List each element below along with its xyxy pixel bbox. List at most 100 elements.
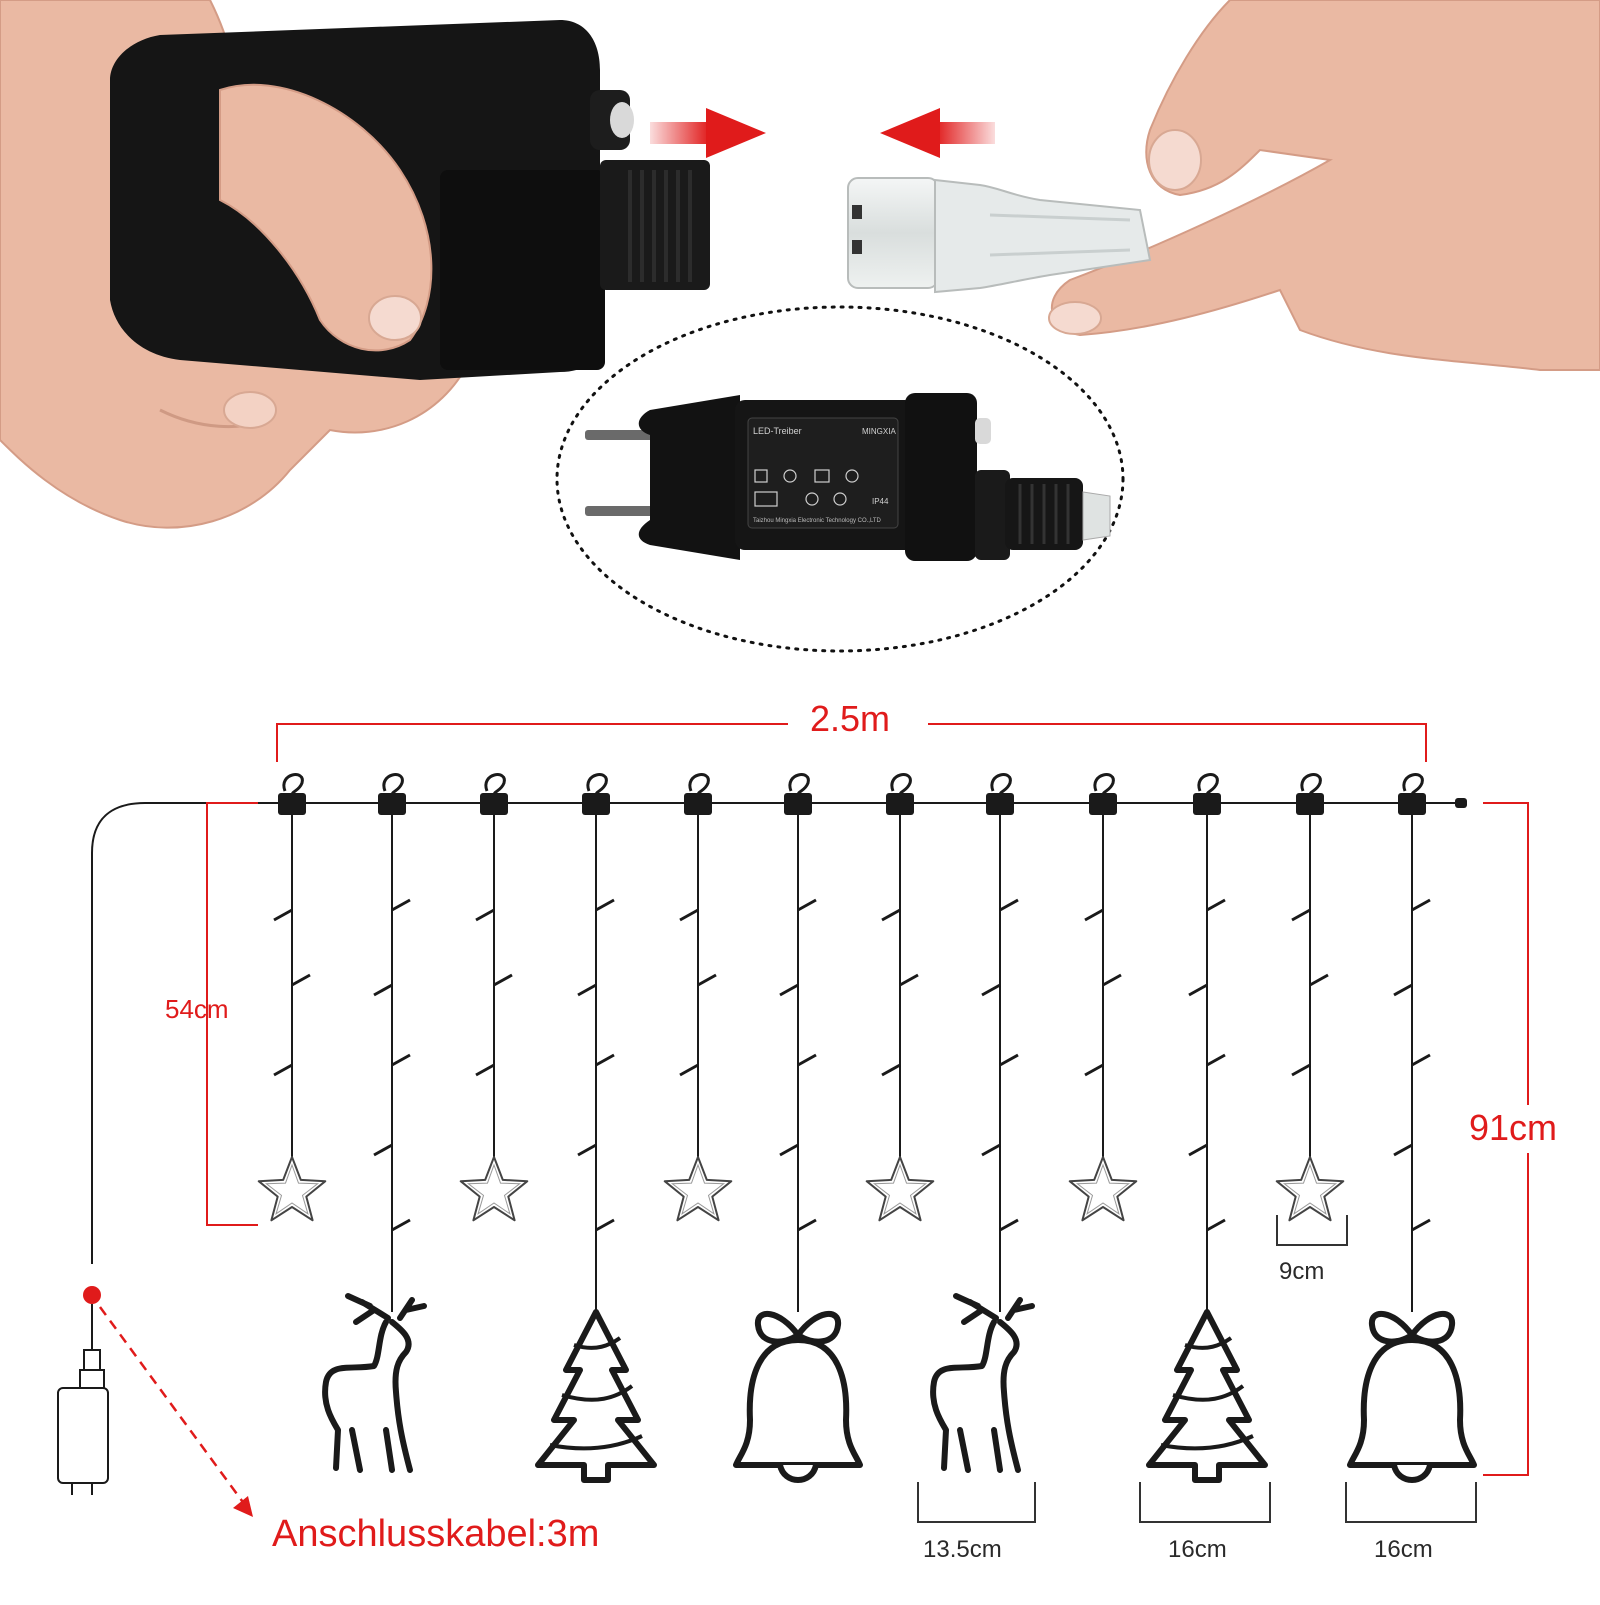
tree-width-label: 16cm (1168, 1536, 1227, 1563)
diagram (57, 723, 1529, 1523)
strand (322, 773, 427, 1473)
width-bracket-small (1345, 1482, 1477, 1523)
strand (257, 773, 327, 1222)
reindeer-icon (322, 1293, 427, 1473)
led-bulb (1084, 908, 1104, 922)
led-bulb (881, 908, 901, 922)
led-bulb (291, 973, 311, 987)
star-inner (872, 1163, 928, 1215)
clip (684, 793, 712, 815)
hook-icon (990, 773, 1012, 796)
led-bulb (1102, 973, 1122, 987)
star-icon (865, 1156, 935, 1222)
led-bulb (595, 898, 615, 912)
strand-length-label: 54cm (165, 994, 229, 1024)
led-bulb (981, 983, 1001, 997)
arrow-left-icon (880, 108, 995, 158)
hook-icon (586, 773, 608, 796)
total-width-label: 2.5m (810, 698, 891, 739)
led-bulb (1188, 983, 1208, 997)
star-inner (1282, 1163, 1338, 1215)
led-bulb (1084, 1063, 1104, 1077)
led-bulb (779, 983, 799, 997)
clip (784, 793, 812, 815)
adapter-label-manufacturer: Taizhou Mingxia Electronic Technology CO… (753, 518, 882, 524)
led-bulb (881, 1063, 901, 1077)
led-bulb (1291, 1063, 1311, 1077)
hook-icon (890, 773, 912, 796)
width-bracket-small (1139, 1482, 1271, 1523)
strand-bracket (206, 802, 258, 1226)
star-icon (1275, 1156, 1345, 1222)
hook-icon (484, 773, 506, 796)
clip (1296, 793, 1324, 815)
end-cap (1455, 798, 1467, 808)
right-hand (1048, 0, 1600, 371)
adapter-label-ip: IP44 (872, 497, 889, 506)
led-bulb (1393, 1143, 1413, 1157)
star-icon (257, 1156, 327, 1222)
led-bulb (1206, 1218, 1226, 1232)
cable-point (83, 1286, 101, 1304)
clip (886, 793, 914, 815)
strand (733, 773, 863, 1483)
inset-adapter: LED-Treiber MINGXIA IP44 Taizhou Mingxia… (585, 393, 1111, 561)
hook-icon (282, 773, 304, 796)
strand (663, 773, 733, 1222)
led-bulb (273, 1063, 293, 1077)
led-bulb (1188, 1143, 1208, 1157)
clip (582, 793, 610, 815)
clip (480, 793, 508, 815)
led-bulb (391, 1218, 411, 1232)
led-bulb (779, 1143, 799, 1157)
led-bulb (391, 1053, 411, 1067)
strand (1275, 773, 1345, 1222)
strand (535, 773, 657, 1483)
bell-icon (733, 1337, 863, 1468)
left-hand-fingers (219, 83, 433, 352)
led-bulb (577, 983, 597, 997)
cable-length-label: Anschlusskabel:3m (272, 1513, 600, 1555)
hook-icon (1402, 773, 1424, 796)
clip (986, 793, 1014, 815)
tree-garland (1160, 1336, 1254, 1451)
led-bulb (475, 1063, 495, 1077)
led-bulb (1393, 983, 1413, 997)
led-bulb (797, 1053, 817, 1067)
bell-width-label: 16cm (1374, 1536, 1433, 1563)
star-width-label: 9cm (1279, 1258, 1325, 1285)
bell-bow (1368, 1310, 1456, 1345)
adapter-label-title: LED-Treiber (753, 426, 802, 436)
led-bulb (1206, 898, 1226, 912)
clip (378, 793, 406, 815)
width-bracket-small (1276, 1215, 1348, 1246)
led-bulb (493, 973, 513, 987)
strand (1068, 773, 1138, 1222)
led-bulb (797, 898, 817, 912)
star-icon (1068, 1156, 1138, 1222)
led-bulb (981, 1143, 1001, 1157)
width-bracket (276, 723, 1427, 762)
cable-arrow-line (98, 1306, 247, 1506)
led-bulb (999, 1218, 1019, 1232)
strand (1146, 773, 1268, 1483)
strand (865, 773, 935, 1222)
led-bulb (797, 1218, 817, 1232)
total-height-label: 91cm (1469, 1107, 1558, 1148)
lead-plug (83, 1349, 101, 1371)
led-bulb (1309, 973, 1329, 987)
bell-bow (754, 1310, 842, 1345)
led-bulb (1411, 898, 1431, 912)
lead-connector (79, 1369, 105, 1389)
led-bulb (1411, 1218, 1431, 1232)
star-icon (459, 1156, 529, 1222)
led-bulb (679, 1063, 699, 1077)
led-bulb (999, 898, 1019, 912)
led-bulb (999, 1053, 1019, 1067)
clip (1398, 793, 1426, 815)
star-inner (264, 1163, 320, 1215)
led-bulb (1411, 1053, 1431, 1067)
main-wire (91, 802, 1455, 1264)
